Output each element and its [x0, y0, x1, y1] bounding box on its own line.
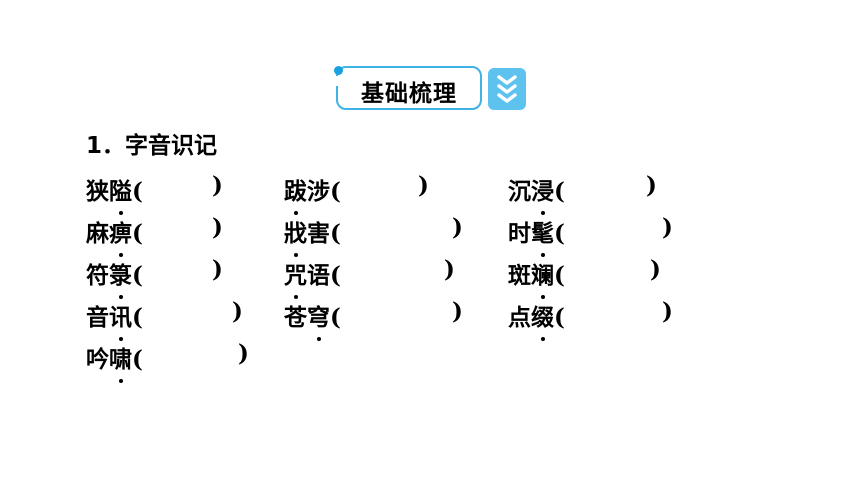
open-paren: (: [330, 262, 341, 289]
char-2: 害: [307, 220, 330, 247]
banner-gap: [335, 76, 341, 86]
close-paren: ): [212, 214, 223, 241]
vocab-item: 斑斓( ): [508, 256, 661, 299]
char-1: 麻: [86, 220, 109, 247]
char-1: 苍: [284, 304, 307, 331]
char-2-dotted: 浸: [531, 172, 554, 215]
banner-dot-decoration: [334, 66, 343, 75]
section-heading: 1．字音识记: [86, 133, 218, 159]
vocab-item: 时髦( ): [508, 214, 673, 257]
open-paren: (: [132, 346, 143, 373]
char-2-dotted: 隘: [109, 172, 132, 215]
close-paren: ): [238, 340, 249, 367]
char-2: 语: [307, 262, 330, 289]
char-2-dotted: 髦: [531, 214, 554, 257]
vocab-item: 沉浸( ): [508, 172, 657, 215]
vocab-item: 音讯( ): [86, 298, 243, 341]
close-paren: ): [212, 172, 223, 199]
char-1-dotted: 跋: [284, 172, 307, 215]
vocab-item: 麻痹( ): [86, 214, 223, 257]
vocab-item: 点缀( ): [508, 298, 673, 341]
section-banner: 基础梳理: [334, 66, 482, 110]
char-1-dotted: 咒: [284, 256, 307, 299]
open-paren: (: [132, 262, 143, 289]
char-2-dotted: 讯: [109, 298, 132, 341]
close-paren: ): [452, 214, 463, 241]
char-1: 时: [508, 220, 531, 247]
char-1-dotted: 戕: [284, 214, 307, 257]
close-paren: ): [662, 214, 673, 241]
close-paren: ): [662, 298, 673, 325]
char-1: 斑: [508, 262, 531, 289]
close-paren: ): [212, 256, 223, 283]
char-2-dotted: 斓: [531, 256, 554, 299]
vocab-item: 跋涉( ): [284, 172, 429, 215]
open-paren: (: [554, 304, 565, 331]
char-2-dotted: 痹: [109, 214, 132, 257]
vocab-item: 戕害( ): [284, 214, 463, 257]
close-paren: ): [650, 256, 661, 283]
open-paren: (: [554, 262, 565, 289]
vocab-item: 符箓( ): [86, 256, 223, 299]
close-paren: ): [232, 298, 243, 325]
close-paren: ): [646, 172, 657, 199]
close-paren: ): [418, 172, 429, 199]
open-paren: (: [132, 304, 143, 331]
close-paren: ): [444, 256, 455, 283]
vocab-item: 狭隘( ): [86, 172, 223, 215]
banner-title: 基础梳理: [361, 81, 457, 107]
char-1: 吟: [86, 346, 109, 373]
open-paren: (: [330, 304, 341, 331]
vocab-item: 咒语( ): [284, 256, 455, 299]
vocab-item: 吟啸( ): [86, 340, 249, 383]
char-2-dotted: 箓: [109, 256, 132, 299]
close-paren: ): [452, 298, 463, 325]
char-2-dotted: 啸: [109, 340, 132, 383]
open-paren: (: [330, 178, 341, 205]
open-paren: (: [132, 178, 143, 205]
open-paren: (: [132, 220, 143, 247]
char-2-dotted: 缀: [531, 298, 554, 341]
double-chevron-down-icon: [488, 68, 526, 110]
vocab-item: 苍穹( ): [284, 298, 463, 341]
open-paren: (: [554, 178, 565, 205]
char-2: 涉: [307, 178, 330, 205]
open-paren: (: [330, 220, 341, 247]
char-2-dotted: 穹: [307, 298, 330, 341]
char-1: 点: [508, 304, 531, 331]
char-1: 狭: [86, 178, 109, 205]
open-paren: (: [554, 220, 565, 247]
char-1: 音: [86, 304, 109, 331]
char-1: 符: [86, 262, 109, 289]
char-1: 沉: [508, 178, 531, 205]
